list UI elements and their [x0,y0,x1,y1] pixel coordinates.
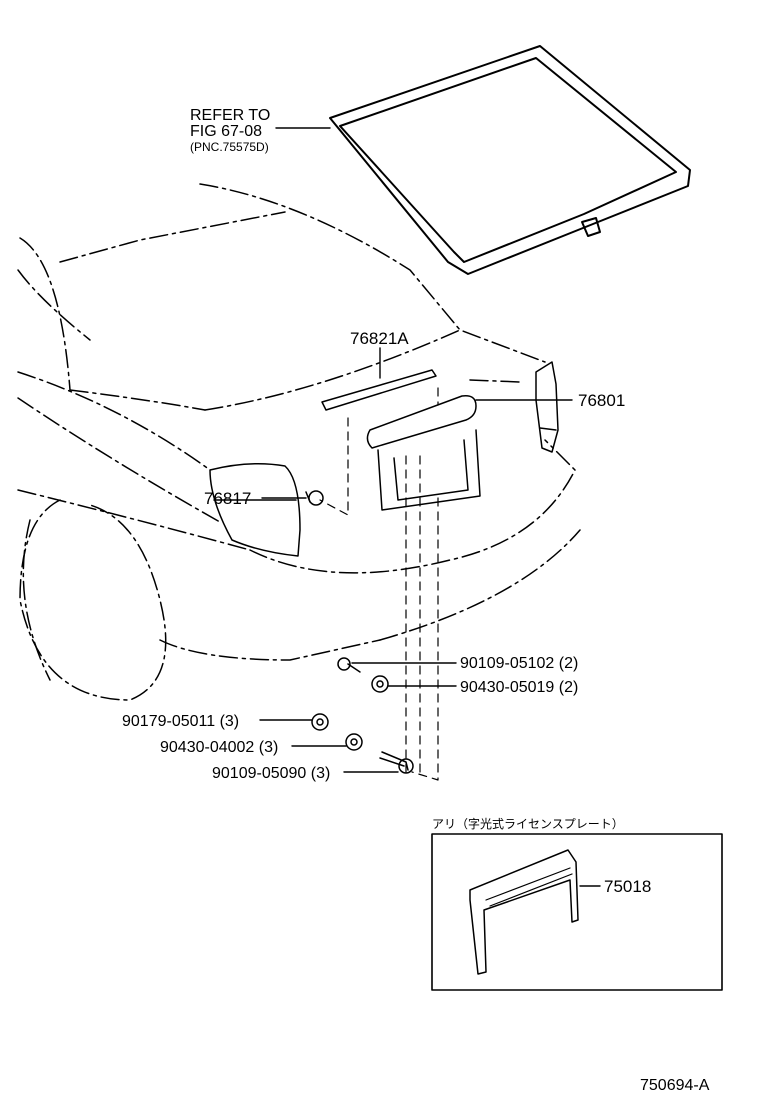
part-76817-label: 76817 [204,489,251,508]
left-tail-lamp [209,463,301,557]
leader-lines [259,127,601,887]
part-90179-05011-label: 90179-05011 (3) [122,713,239,730]
part-76801-label: 76801 [578,391,625,410]
inset-title: アリ（字光式ライセンスプレート） [432,816,624,831]
license-plate-recess [377,429,481,511]
part-90430-05019-label: 90430-05019 (2) [460,679,578,696]
refer-label-line2: FIG 67-08 [190,123,262,140]
fasteners [311,657,414,774]
rear-window-glass [329,45,691,275]
diagram-id: 750694-A [640,1077,710,1094]
part-90109-05102-label: 90109-05102 (2) [460,655,578,672]
inset-box [431,833,723,991]
part-90430-04002-label: 90430-04002 (3) [160,739,278,756]
part-76821a-label: 76821A [350,329,409,348]
part-90109-05090-label: 90109-05090 (3) [212,765,330,782]
license-garnish [366,394,477,449]
dashed-guide-lines [319,387,439,781]
high-mount-lamp-garnish [321,369,437,411]
refer-label-line1: REFER TO [190,107,270,124]
refer-label-line3: (PNC.75575D) [190,140,269,154]
clip-76817 [305,490,324,506]
part-75018-label: 75018 [604,877,651,896]
car-body-outline [17,183,581,701]
right-tail-lamp [535,361,559,453]
